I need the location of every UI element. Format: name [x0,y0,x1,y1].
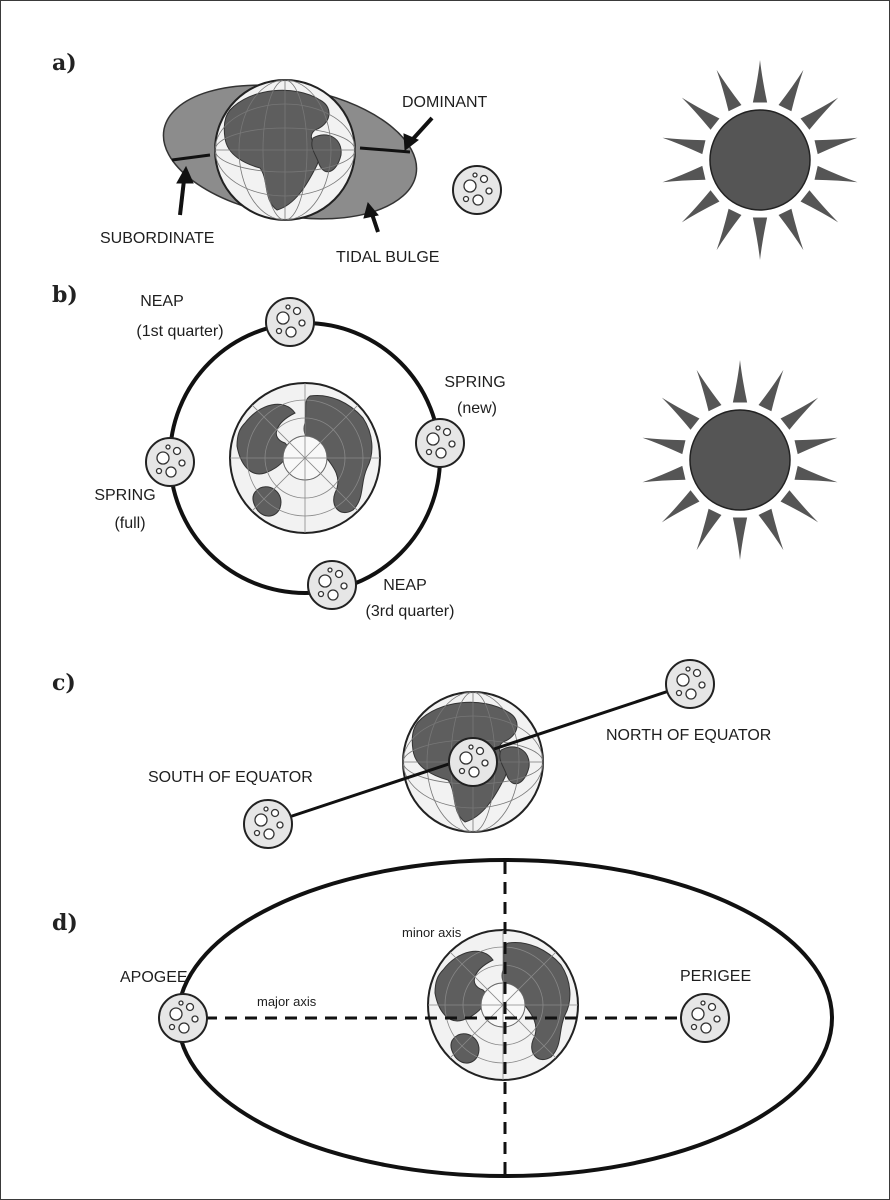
panel-c-label: c) [52,670,76,696]
sun-ray [682,98,720,130]
moon-perigee [681,994,729,1042]
spring-full-label: SPRING [94,487,155,504]
apogee-label: APOGEE [120,969,188,986]
earth-globe-d [428,930,578,1080]
sun-ray [753,218,767,260]
moon-a [453,166,501,214]
moon-1st-quarter [266,298,314,346]
spring-full-sub: (full) [114,515,145,532]
dominant-label: DOMINANT [402,94,488,111]
panel-d-label: d) [52,910,78,936]
sun-ray [815,166,858,182]
moon-3rd-quarter [308,561,356,609]
neap-bottom-label: NEAP [383,577,427,594]
sun-ray [697,509,722,550]
south-of-equator-label: SOUTH OF EQUATOR [148,769,313,786]
earth-globe-a [215,80,355,220]
sun-ray [643,438,686,454]
sun-ray [759,509,784,550]
sun-ray [753,60,767,102]
moon-new [416,419,464,467]
earth-globe-b [230,383,380,533]
north-of-equator-label: NORTH OF EQUATOR [606,727,771,744]
moon-north [666,660,714,708]
neap-top-sub: (1st quarter) [136,323,223,340]
perigee-label: PERIGEE [680,968,751,985]
sun-ray [697,370,722,411]
neap-bottom-sub: (3rd quarter) [366,603,455,620]
sun-ray [662,490,700,522]
panel-b-label: b) [52,282,78,308]
sun-ray [795,466,838,482]
minor-axis-label: minor axis [402,925,462,940]
panel-a-label: a) [52,50,77,76]
neap-top-label: NEAP [140,293,184,310]
moon-center [449,738,497,786]
sun-ray [801,190,839,222]
major-axis-label: major axis [257,994,317,1009]
sun-disk [710,110,810,210]
subordinate-label: SUBORDINATE [100,230,214,247]
sun-ray [682,190,720,222]
tidal-bulge-label: TIDAL BULGE [336,249,439,266]
moon-south [244,800,292,848]
sun-ray [733,518,747,560]
sun-ray [779,209,804,250]
sun-ray [801,98,839,130]
dominant-arrow [404,118,432,150]
moon-apogee [159,994,207,1042]
sun-ray [795,438,838,454]
sun-ray [815,138,858,154]
sun-ray [663,138,706,154]
sun-ray [781,398,819,430]
sun-ray [717,70,742,111]
sun-ray [733,360,747,402]
sun-icon [643,360,838,560]
sun-ray [662,398,700,430]
moon-full [146,438,194,486]
sun-ray [717,209,742,250]
sun-disk [690,410,790,510]
sun-ray [759,370,784,411]
sun-icon [663,60,858,260]
spring-new-sub: (new) [457,400,497,417]
sun-ray [779,70,804,111]
sun-ray [643,466,686,482]
sun-ray [663,166,706,182]
spring-new-label: SPRING [444,374,505,391]
sun-ray [781,490,819,522]
